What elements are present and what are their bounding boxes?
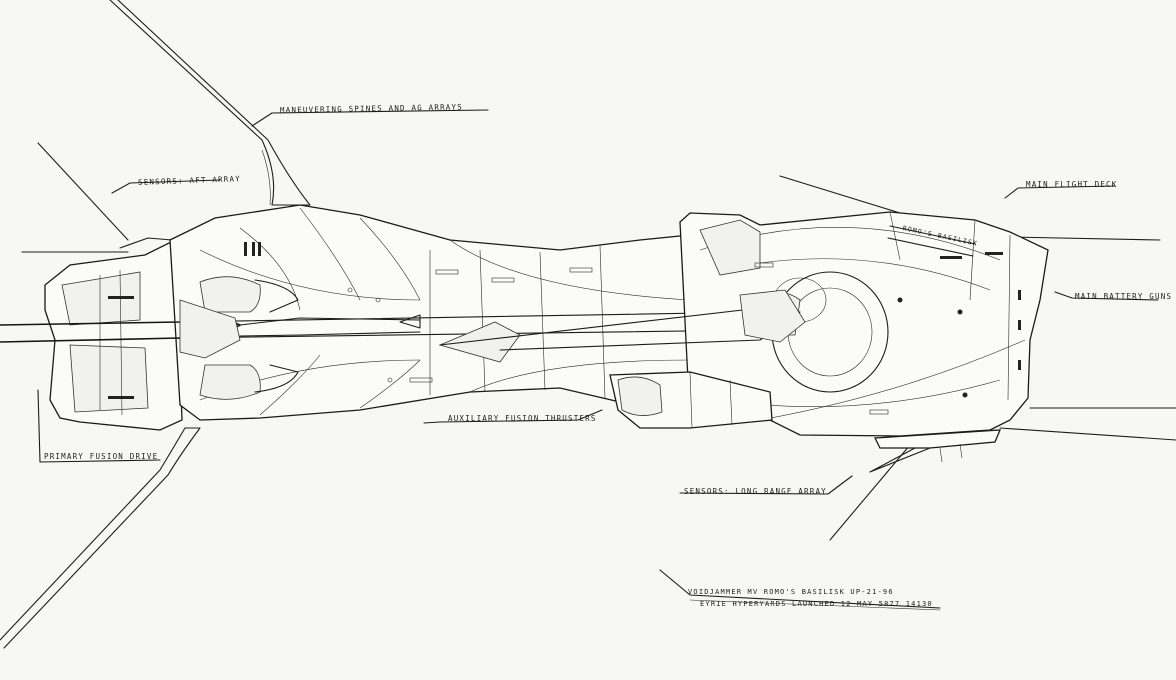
central-spine [0,299,761,363]
primary-fusion-drive [44,237,183,431]
title-block-line-1: VOIDJAMMER MV ROMO'S BASILISK UP-21-96 [688,588,894,596]
callout-main-flight-deck: MAIN FLIGHT DECK [1026,180,1118,189]
maneuvering-spine-lower [0,427,201,649]
auxiliary-fusion-thrusters [609,371,773,429]
title-block-line-2: EYRIE HYPERYARDS LAUNCHED 12 MAY 5877 14… [700,600,933,608]
forward-hull [679,211,1049,437]
callout-leaders [37,109,1159,611]
aft-hull [169,204,691,421]
long-range-sensor-array [869,429,1002,473]
callout-auxiliary-thrusters: AUXILIARY FUSION THRUSTERS [448,414,597,423]
callout-sensors-long-range: SENSORS: LONG RANGE ARRAY [684,487,827,496]
forward-masts [779,175,1176,541]
callout-primary-fusion-drive: PRIMARY FUSION DRIVE [44,452,159,461]
aft-sensor-mast [21,142,129,253]
callout-main-battery: MAIN BATTERY GUNS [1075,292,1173,301]
forward-prow-spine [439,289,806,351]
maneuvering-spine-upper [109,0,311,206]
